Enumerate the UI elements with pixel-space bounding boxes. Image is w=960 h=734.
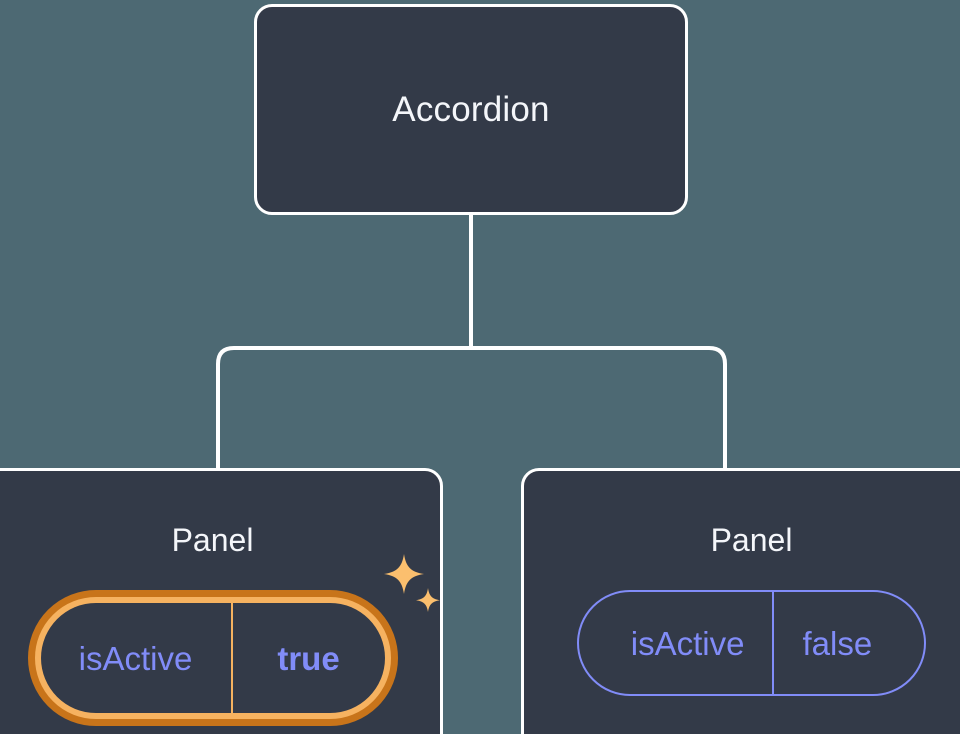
sparkles-icon — [383, 554, 440, 612]
prop-pill-isactive-true[interactable]: isActive true — [27, 590, 398, 726]
node-panel-left[interactable]: Panel isActive true — [0, 468, 443, 734]
node-title: Accordion — [392, 90, 550, 129]
prop-key: isActive — [630, 624, 745, 662]
prop-pill-wrapper: isActive false — [576, 590, 927, 696]
node-accordion[interactable]: Accordion — [254, 4, 688, 215]
prop-pill-isactive-false[interactable]: isActive false — [576, 590, 927, 696]
prop-value: false — [772, 592, 924, 694]
node-title: Panel — [710, 522, 793, 558]
node-panel-right[interactable]: Panel isActive false — [521, 468, 960, 734]
prop-key: isActive — [78, 639, 193, 677]
node-title: Panel — [171, 522, 254, 558]
prop-value: true — [230, 603, 385, 713]
prop-pill-wrapper-highlighted: isActive true — [27, 554, 440, 726]
